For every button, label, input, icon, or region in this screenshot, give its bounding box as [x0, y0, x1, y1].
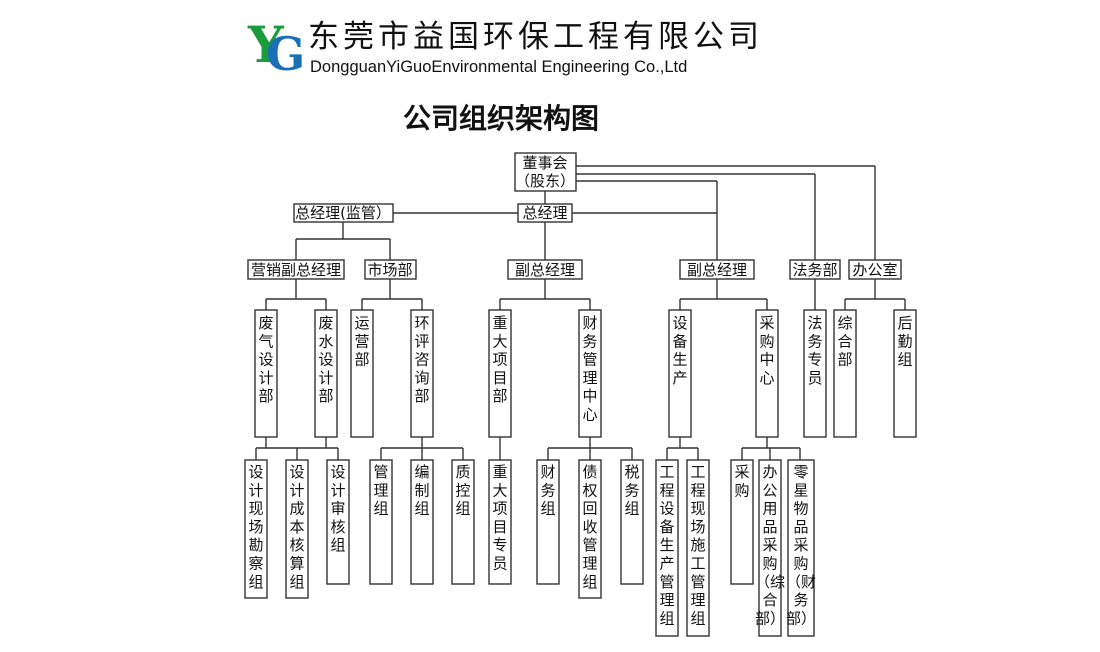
node-major-specialist — [488, 459, 512, 585]
node-site-construction — [686, 459, 710, 637]
node-exhaust-design — [254, 309, 278, 438]
node-tax-group — [620, 459, 644, 585]
node-eq-prod-mgmt-label: 工程设备生产管理组 — [659, 463, 674, 627]
node-wastewater-design-label: 废水设计部 — [318, 314, 333, 405]
node-general-dept — [833, 309, 857, 438]
node-site-survey-label: 设计现场勘察组 — [248, 463, 263, 591]
node-gm: 总经理 — [517, 203, 573, 223]
node-board-line2: （股东） — [515, 172, 575, 190]
node-logistics-group-label: 后勤组 — [897, 314, 912, 369]
svg-text:法务部: 法务部 — [792, 261, 837, 279]
node-major-projects — [488, 309, 512, 438]
node-major-projects-label: 重大项目部 — [492, 314, 507, 405]
node-board-line1: 董事会 — [522, 154, 567, 172]
node-purchase-center — [755, 309, 779, 438]
node-vp-center: 副总经理 — [507, 259, 583, 280]
node-misc-purchase — [787, 459, 815, 637]
node-vp-right: 副总经理 — [679, 259, 755, 280]
node-mgmt-group-label: 管理组 — [373, 463, 388, 518]
node-qc-group — [451, 459, 475, 585]
node-major-specialist-label: 重大项目专员 — [492, 463, 507, 573]
company-logo: Y G — [247, 15, 305, 81]
node-office: 办公室 — [848, 259, 902, 280]
node-editing-group — [410, 459, 434, 585]
node-finance-group — [536, 459, 560, 585]
node-equipment-prod — [668, 309, 692, 438]
node-gm-supervision: 总经理(监管） — [293, 203, 394, 223]
node-purchasing-label: 采购 — [734, 463, 749, 499]
svg-text:总经理: 总经理 — [522, 204, 567, 222]
node-purchasing — [730, 459, 754, 585]
node-logistics-group — [893, 309, 917, 438]
node-wastewater-design — [314, 309, 338, 438]
node-market-dept: 市场部 — [364, 259, 417, 280]
node-general-dept-label: 综合部 — [837, 314, 852, 369]
node-purchase-center-label: 采购中心 — [759, 314, 774, 387]
node-sales-vp: 营销副总经理 — [247, 259, 345, 280]
node-finance-center-label: 财务管理中心 — [582, 314, 597, 424]
svg-text:副总经理: 副总经理 — [515, 261, 575, 279]
node-editing-group-label: 编制组 — [414, 463, 429, 518]
node-operations — [350, 309, 374, 438]
node-env-consult-label: 环评咨询部 — [414, 314, 429, 405]
logo-y-letter: Y — [247, 15, 285, 74]
node-qc-group-label: 质控组 — [455, 463, 470, 518]
svg-text:市场部: 市场部 — [367, 261, 412, 279]
node-mgmt-group — [369, 459, 393, 585]
node-operations-label: 运营部 — [354, 314, 369, 369]
node-design-review — [326, 459, 350, 585]
svg-text:总经理(监管）: 总经理(监管） — [295, 204, 391, 222]
node-misc-purchase-label: 零星物品采购（财务部） — [786, 463, 816, 627]
chart-title: 公司组织架构图 — [403, 102, 599, 135]
node-finance-group-label: 财务组 — [540, 463, 555, 518]
company-name-en: DongguanYiGuoEnvironmental Engineering C… — [310, 58, 687, 76]
node-site-construction-label: 工程现场施工管理组 — [690, 463, 705, 627]
node-tax-group-label: 税务组 — [624, 463, 639, 518]
node-office-supplies-label: 办公用品采购（综合部） — [755, 463, 785, 627]
node-env-consult — [410, 309, 434, 438]
node-equipment-prod-label: 设备生产 — [672, 314, 687, 387]
node-board: 董事会 （股东） — [514, 152, 577, 192]
connector-lines — [255, 165, 906, 460]
svg-text:办公室: 办公室 — [852, 261, 897, 279]
node-design-review-label: 设计审核组 — [330, 463, 345, 554]
node-legal-dept: 法务部 — [789, 259, 841, 280]
svg-text:营销副总经理: 营销副总经理 — [251, 261, 341, 279]
node-legal-specialist — [803, 309, 827, 438]
node-debt-group-label: 债权回收管理组 — [582, 463, 597, 591]
node-site-survey — [244, 459, 268, 599]
node-office-supplies — [758, 459, 782, 637]
node-debt-group — [578, 459, 602, 599]
company-name-cn: 东莞市益国环保工程有限公司 — [308, 19, 763, 55]
node-exhaust-design-label: 废气设计部 — [258, 314, 273, 405]
node-cost-accounting — [285, 459, 309, 599]
node-legal-specialist-label: 法务专员 — [807, 314, 822, 387]
svg-text:副总经理: 副总经理 — [687, 261, 747, 279]
node-eq-prod-mgmt — [655, 459, 679, 637]
node-finance-center — [578, 309, 602, 438]
logo-g-letter: G — [266, 27, 305, 81]
node-cost-accounting-label: 设计成本核算组 — [289, 463, 304, 591]
